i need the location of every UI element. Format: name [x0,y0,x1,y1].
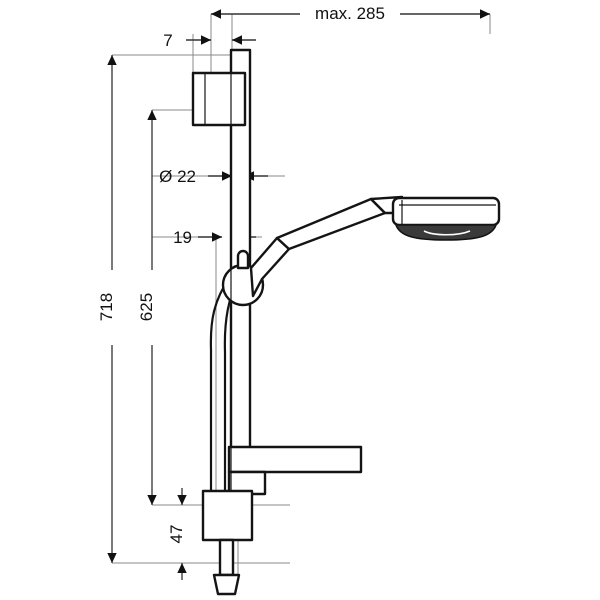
dimension-label-19: 19 [173,228,192,247]
dimension-718: 718 [97,55,117,563]
grip-seam [250,237,278,269]
dimension-label-718: 718 [97,293,116,321]
hand-shower-head [391,196,501,227]
dimension-47: 47 [167,488,187,580]
dimension-label-max-285: max. 285 [315,4,385,23]
dimension-label-625: 625 [137,293,156,321]
product-geometry [191,48,501,596]
wall-bracket-bottom [201,489,254,542]
shower-hose-lower [218,538,235,577]
dimension-7: 7 [163,31,256,50]
dimension-max-285: max. 285 [211,4,490,23]
hose-nut [212,573,241,596]
spray-face [395,224,497,241]
soap-dish [227,445,363,474]
slider-tab [236,249,250,270]
dimension-label-47: 47 [167,525,186,544]
spray-face-highlight [423,230,471,236]
detail-lines [204,50,496,490]
dimension-label-7: 7 [163,31,172,50]
dimension-625: 625 [137,110,157,505]
wall-bracket-top [191,71,247,127]
dimension-label-diameter-22: Ø 22 [159,167,196,186]
